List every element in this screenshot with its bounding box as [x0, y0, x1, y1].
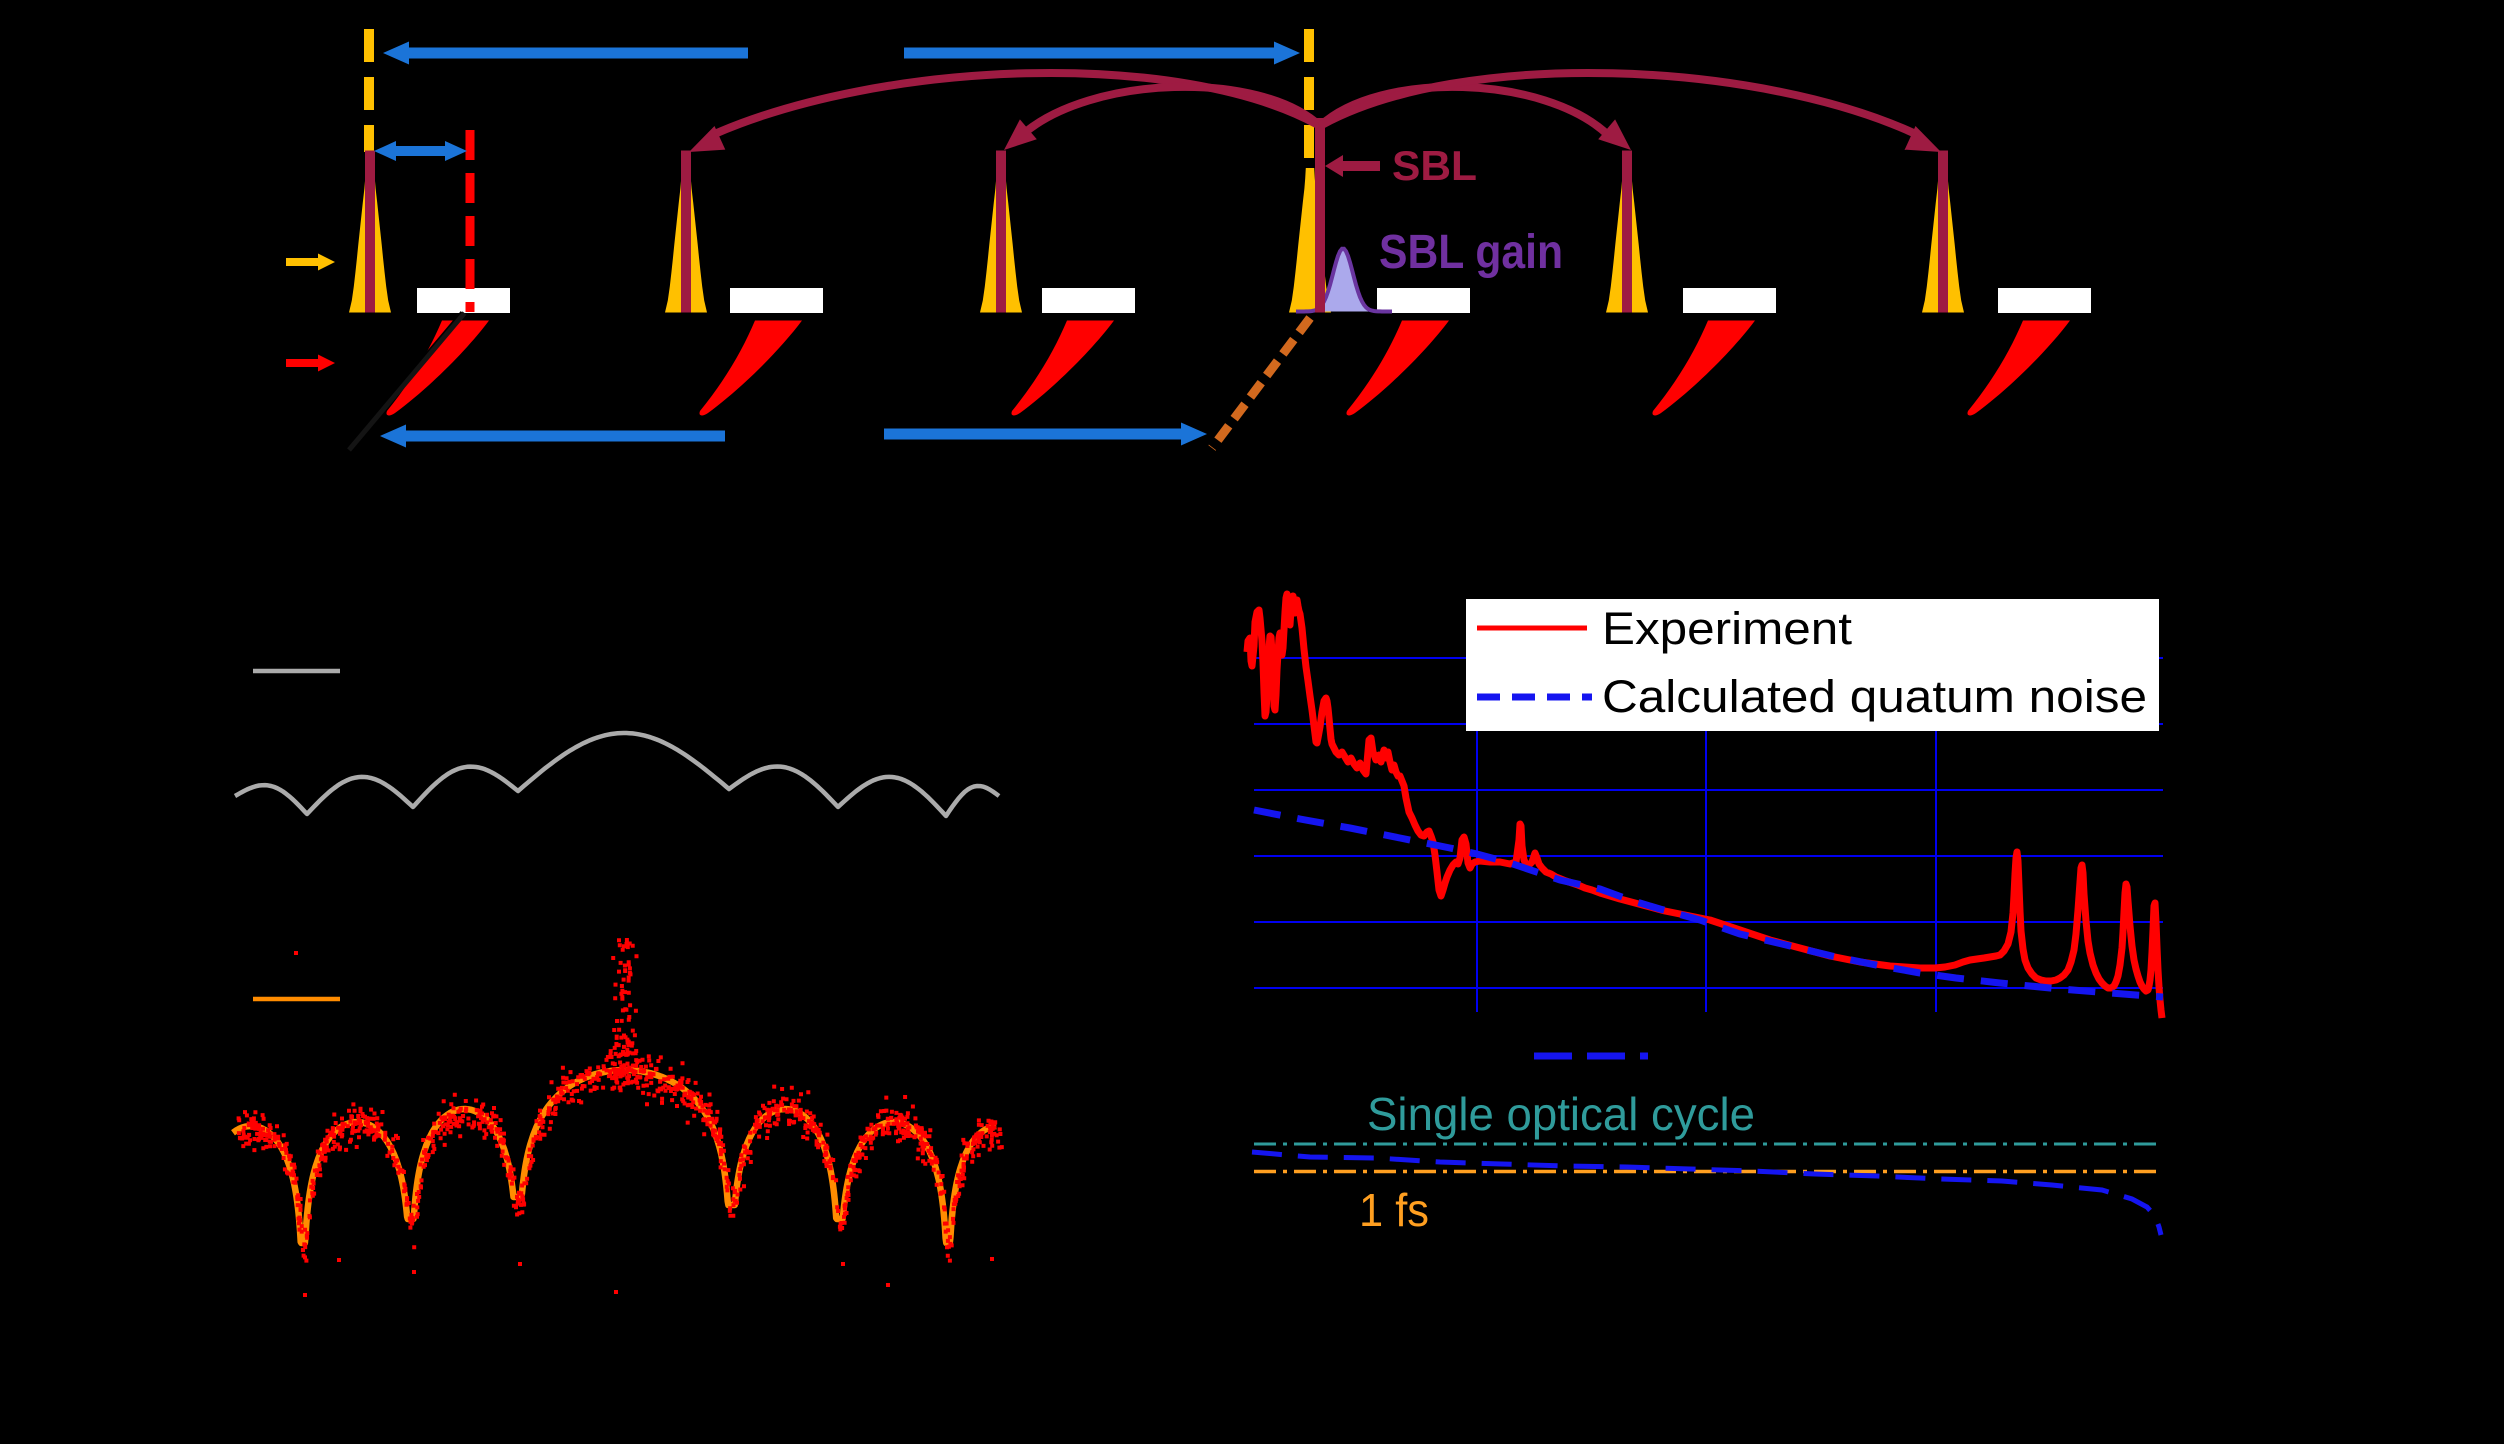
svg-text:SBL gain: SBL gain — [1379, 226, 1563, 279]
svg-text:Calculated quatum noise: Calculated quatum noise — [1602, 671, 2147, 722]
svg-text:1 fs: 1 fs — [1359, 1184, 1429, 1236]
svg-text:Experiment: Experiment — [1602, 603, 1853, 654]
svg-text:SBL: SBL — [1392, 142, 1477, 189]
svg-text:Single optical cycle: Single optical cycle — [1367, 1088, 1755, 1140]
